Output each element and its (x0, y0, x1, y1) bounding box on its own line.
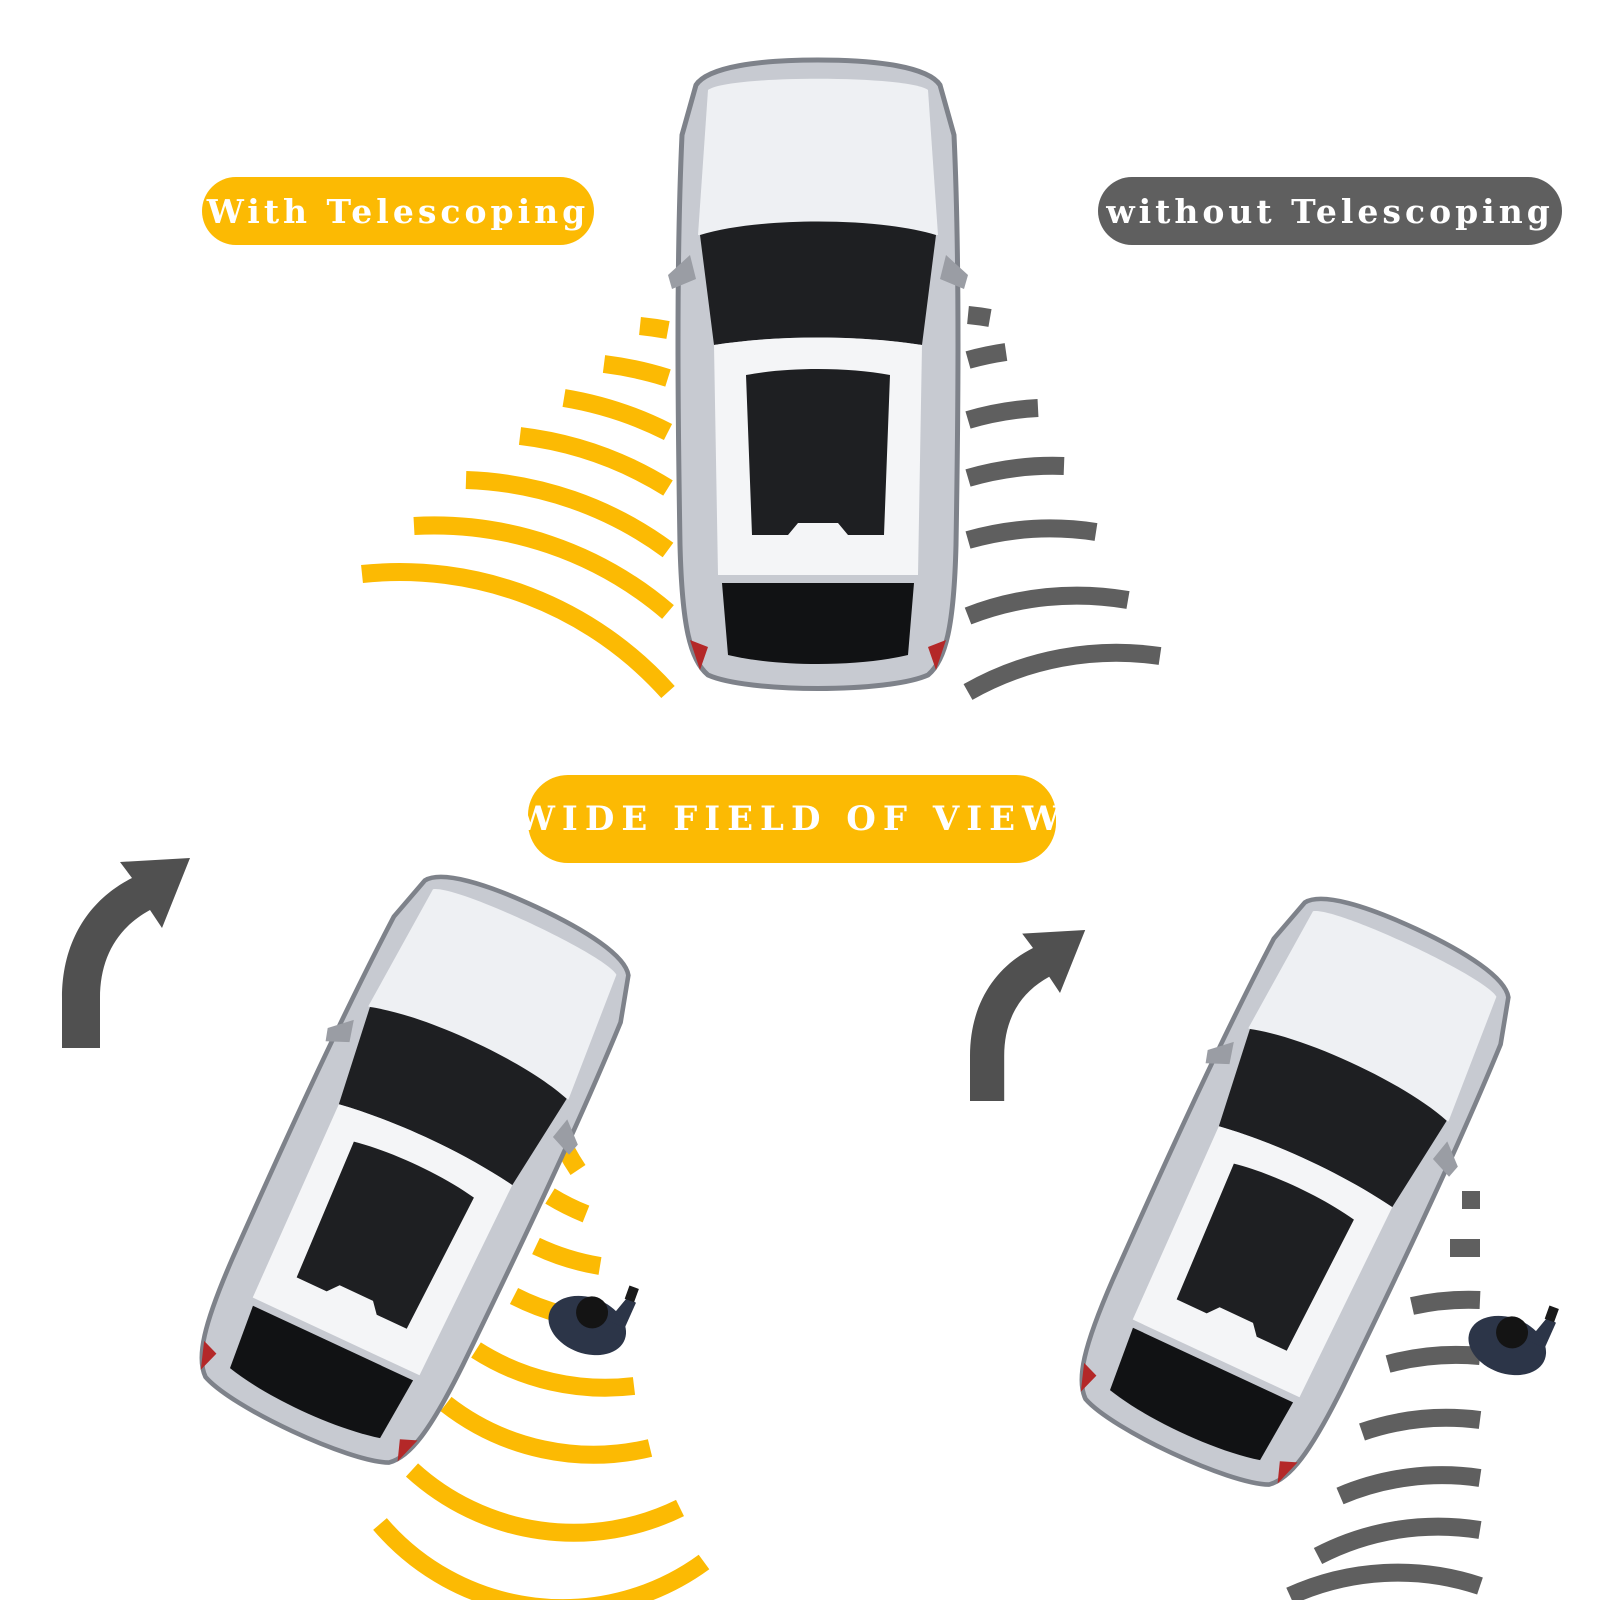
with-telescoping-label: With Telescoping (202, 177, 594, 245)
curved-arrow-icon-2 (970, 930, 1086, 1101)
person-top-view-icon (540, 1262, 643, 1366)
fov-arcs-without-telescoping (963, 306, 1162, 700)
wide-field-of-view-label: WIDE FIELD OF VIEW (517, 775, 1060, 863)
fov-arcs-with-telescoping (361, 317, 675, 699)
without-telescoping-label: without Telescoping (1098, 177, 1562, 245)
fov-arcs-turn-without-telescoping (1286, 1191, 1483, 1600)
curved-arrow-icon (62, 858, 190, 1048)
car-top-view-icon (668, 60, 968, 689)
